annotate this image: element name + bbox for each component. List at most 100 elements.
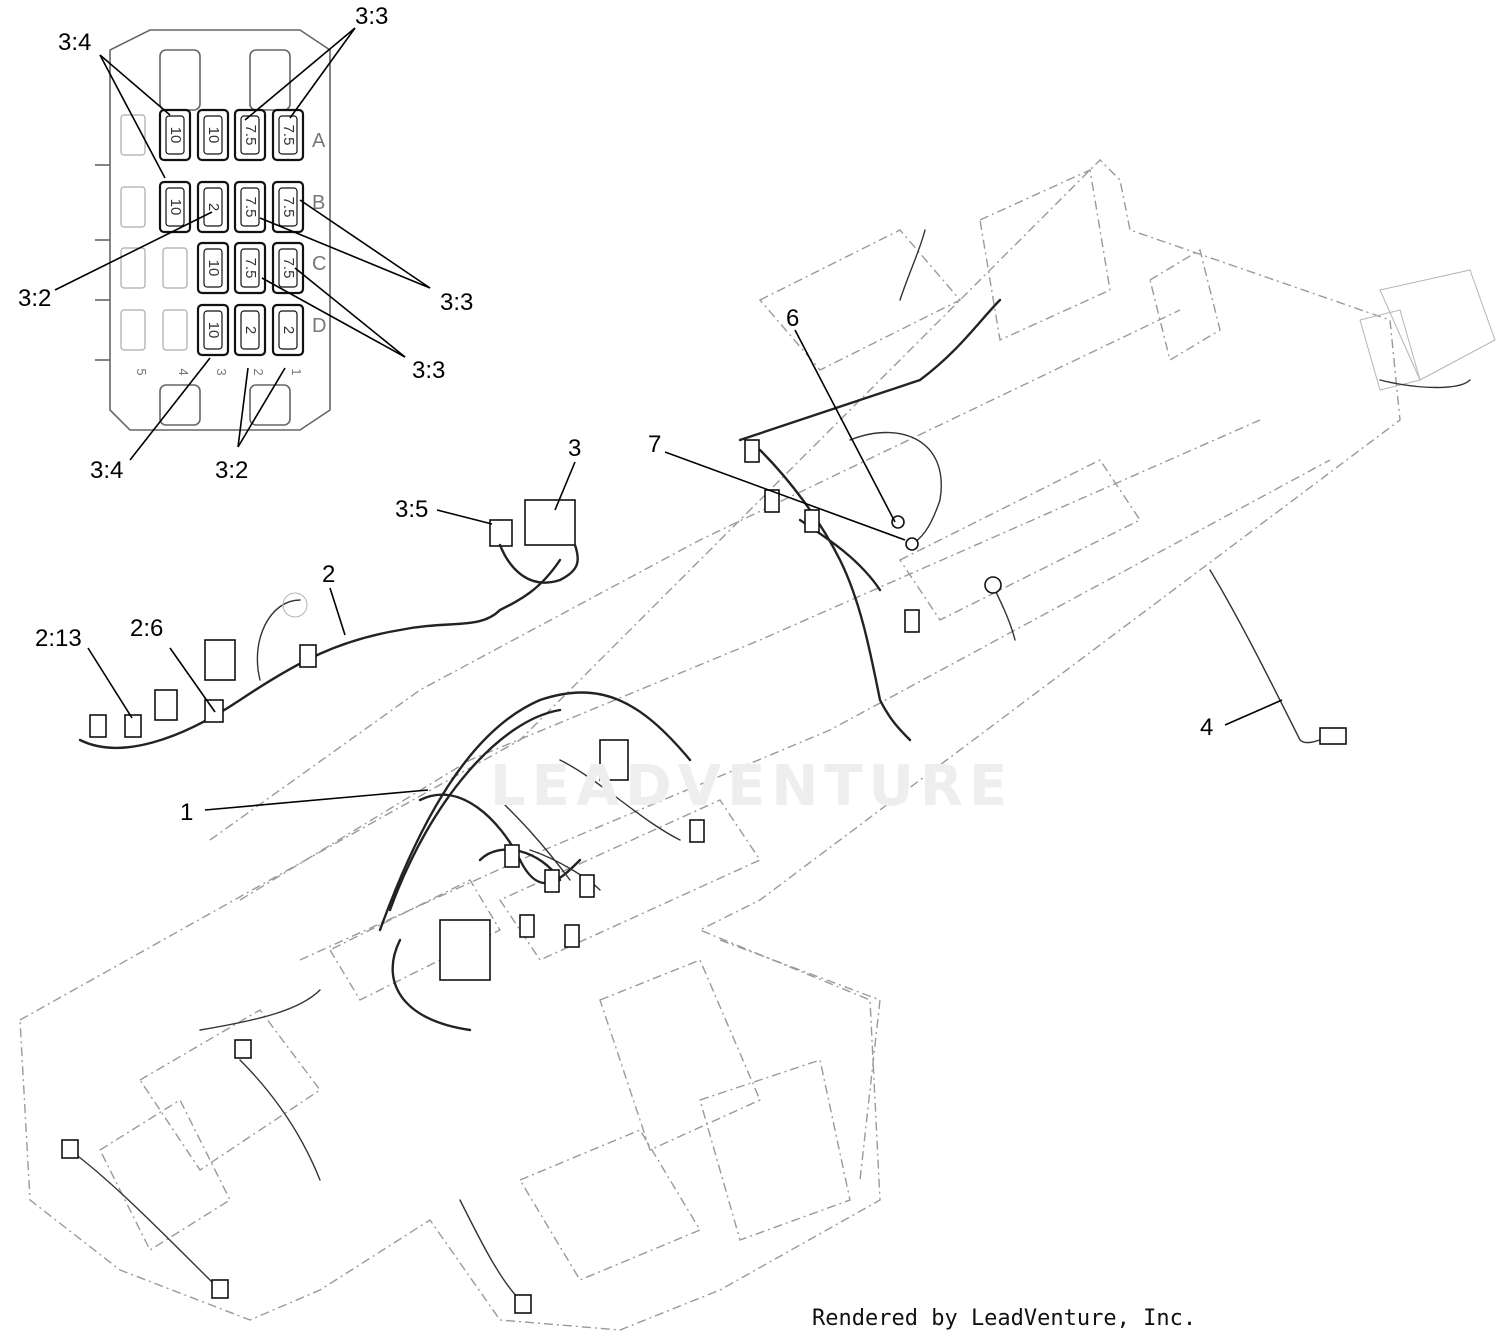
callout-3-2-bottom: 3:2: [215, 457, 248, 484]
fuse-body: [158, 108, 192, 162]
connector: [904, 609, 920, 633]
fuse: 7.5: [271, 108, 305, 162]
callout-3-4-top: 3:4: [58, 29, 91, 56]
vehicle-frame: [19, 159, 1496, 1331]
sensor-connector: [564, 924, 580, 948]
fuse-rating: 10: [205, 127, 222, 144]
connector: [211, 1279, 229, 1299]
fuse-rating: 7.5: [242, 125, 259, 146]
fuse-window: [203, 248, 223, 288]
sensor-connector: [689, 819, 705, 843]
callout-3-2-left: 3:2: [18, 285, 51, 312]
callout-2-6: 2:6: [130, 615, 163, 642]
connector: [764, 489, 780, 513]
fuse-body: [271, 303, 305, 357]
ground-terminal: [984, 576, 1002, 594]
fuse-column-number: 5: [134, 368, 149, 375]
fuse-body: [196, 241, 230, 295]
harness-4: [1209, 379, 1471, 745]
fuse-rating: 2: [280, 326, 297, 334]
fuse-socket: [162, 247, 188, 289]
fuse-window: [278, 248, 298, 288]
fuse-window: [203, 310, 223, 350]
ring-terminal: [891, 515, 905, 529]
fuse-window: [278, 310, 298, 350]
connector: [61, 1139, 79, 1159]
fuse-rating: 10: [167, 199, 184, 216]
fuse-body: [233, 180, 267, 234]
fuse-window: [240, 248, 260, 288]
fuse-rating: 10: [167, 127, 184, 144]
callout-3: 3: [568, 435, 581, 462]
fuse: 10: [196, 108, 230, 162]
fuse-body: [271, 108, 305, 162]
sensor-connector: [519, 914, 535, 938]
fuse-socket: [120, 247, 146, 289]
fuse-socket: [162, 309, 188, 351]
control-module: [439, 919, 491, 981]
callout-3-3-top: 3:3: [355, 3, 388, 30]
fuse-body: [233, 108, 267, 162]
fuse-body: [233, 303, 267, 357]
connector: [234, 1039, 252, 1059]
fuse: 7.5: [233, 180, 267, 234]
callout-3-3-low: 3:3: [412, 357, 445, 384]
sensor-connector: [504, 844, 520, 868]
ring-terminal: [905, 537, 919, 551]
connector: [1319, 727, 1347, 745]
connector: [299, 644, 317, 668]
connector: [89, 714, 107, 738]
callout-3-4-bottom: 3:4: [90, 457, 123, 484]
connector: [804, 509, 820, 533]
connector: [744, 439, 760, 463]
fuse-block-connector: [524, 499, 576, 546]
fuse: 7.5: [271, 241, 305, 295]
fuse-body: [196, 180, 230, 234]
relay-block: [599, 739, 629, 781]
callout-2: 2: [322, 561, 335, 588]
fuse-window: [278, 187, 298, 227]
callout-7: 7: [648, 431, 661, 458]
rear-harness: [738, 229, 1016, 742]
fuse-rating: 7.5: [242, 197, 259, 218]
watermark: LEADVENTURE: [490, 754, 1013, 819]
fuse-body: [158, 180, 192, 234]
fuse-window: [165, 115, 185, 155]
fuse-window: [203, 187, 223, 227]
fuse: 10: [196, 241, 230, 295]
fuse: 2: [196, 180, 230, 234]
render-credit: Rendered by LeadVenture, Inc.: [812, 1306, 1197, 1331]
switch-connector: [204, 639, 236, 681]
fuse-window: [240, 187, 260, 227]
fuse-row-letter: B: [312, 192, 325, 214]
fuse-window: [240, 310, 260, 350]
fuse-socket: [120, 114, 146, 156]
callout-2-13: 2:13: [35, 625, 82, 652]
leader-lines: [54, 27, 1283, 811]
fuse-body: [196, 303, 230, 357]
sensor-connector: [544, 869, 560, 893]
fuse: 7.5: [271, 180, 305, 234]
fuse-rating: 2: [205, 203, 222, 211]
fuse-row-letter: A: [312, 130, 326, 152]
fuse-window: [165, 187, 185, 227]
fuse: 10: [158, 108, 192, 162]
fuse-rating: 10: [205, 322, 222, 339]
fuse-rating: 10: [205, 260, 222, 277]
fuse-socket: [120, 186, 146, 228]
connector: [124, 714, 142, 738]
relay-connector: [489, 519, 513, 547]
fuse: 2: [271, 303, 305, 357]
fuse-rating: 2: [242, 326, 259, 334]
fuse-row-letter: C: [312, 253, 326, 275]
fuse-rating: 7.5: [280, 258, 297, 279]
fuse-body: [271, 180, 305, 234]
sensor-connector: [579, 874, 595, 898]
fuse-rating: 7.5: [280, 197, 297, 218]
callout-1: 1: [180, 799, 193, 826]
fuse: 10: [196, 303, 230, 357]
fuse-body: [233, 241, 267, 295]
fuse-window: [203, 115, 223, 155]
fuse-body: [196, 108, 230, 162]
